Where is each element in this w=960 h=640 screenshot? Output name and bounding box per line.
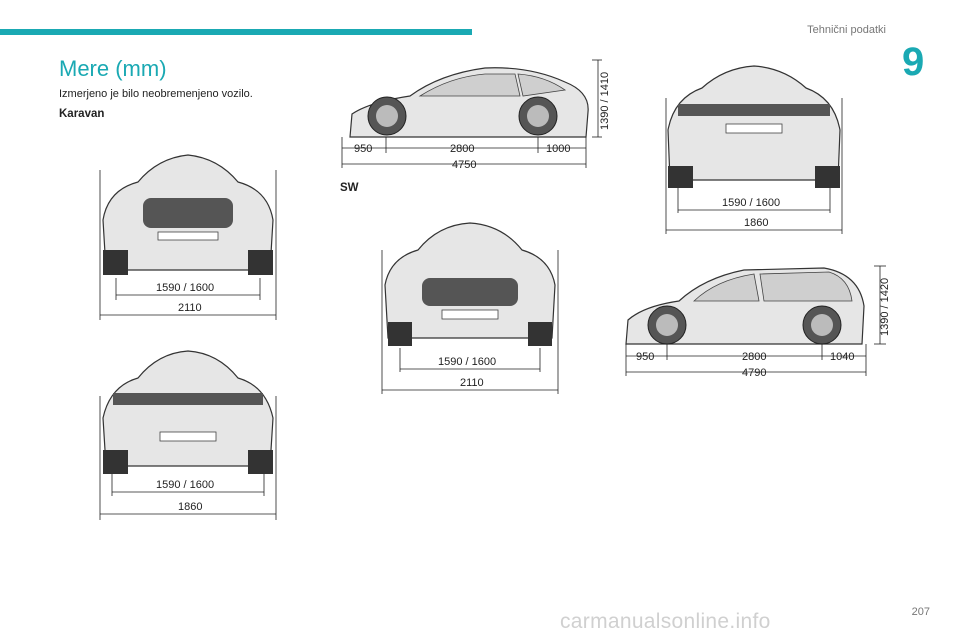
watermark: carmanualsonline.info: [560, 610, 771, 633]
chapter-number: 9: [902, 40, 925, 84]
dim-rear-overhang: 1000: [546, 143, 570, 155]
dim-width: 2110: [178, 302, 202, 314]
car-side-illustration: [349, 67, 589, 138]
figure-rear-top-right: 1590 / 1600 1860: [664, 58, 844, 236]
dim-wheelbase: 2800: [450, 143, 474, 155]
section-label-sw: SW: [340, 182, 359, 194]
car-rear-illustration: [667, 65, 841, 188]
dim-track: 1590 / 1600: [156, 479, 214, 491]
dim-front-overhang: 950: [354, 143, 372, 155]
figure-fastback-rear: 1590 / 1600 1860: [98, 348, 278, 520]
dim-height: 1390 / 1410: [599, 72, 611, 130]
dim-width: 1860: [744, 217, 768, 229]
dim-rear-overhang: 1040: [830, 351, 854, 363]
section-label-karavan: Karavan: [59, 108, 105, 120]
dim-width: 1860: [178, 501, 202, 513]
dim-track: 1590 / 1600: [156, 282, 214, 294]
intro-text: Izmerjeno je bilo neobremenjeno vozilo.: [59, 88, 253, 100]
dim-width: 2110: [460, 377, 484, 389]
dim-length: 4750: [452, 159, 476, 171]
figure-sw-front: 1590 / 1600 2110: [380, 220, 560, 395]
dim-length: 4790: [742, 367, 766, 379]
car-front-illustration: [102, 154, 274, 275]
header-section-title: Tehnični podatki: [807, 24, 886, 36]
dim-front-overhang: 950: [636, 351, 654, 363]
figure-fastback-front: 1590 / 1600 2110: [98, 150, 278, 320]
dim-track: 1590 / 1600: [722, 197, 780, 209]
car-rear-illustration: [102, 350, 274, 474]
car-front-illustration: [384, 222, 556, 346]
page-title: Mere (mm): [59, 56, 167, 81]
dim-height: 1390 / 1420: [879, 278, 891, 336]
figure-fastback-side: 950 2800 1000 4750 1390 / 1410: [340, 52, 620, 177]
page-number: 207: [911, 606, 930, 618]
dim-wheelbase: 2800: [742, 351, 766, 363]
car-side-illustration: [625, 267, 865, 345]
dim-track: 1590 / 1600: [438, 356, 496, 368]
header-accent-bar: [0, 29, 472, 35]
figure-sw-side: 950 2800 1040 4790 1390 / 1420: [624, 256, 894, 379]
